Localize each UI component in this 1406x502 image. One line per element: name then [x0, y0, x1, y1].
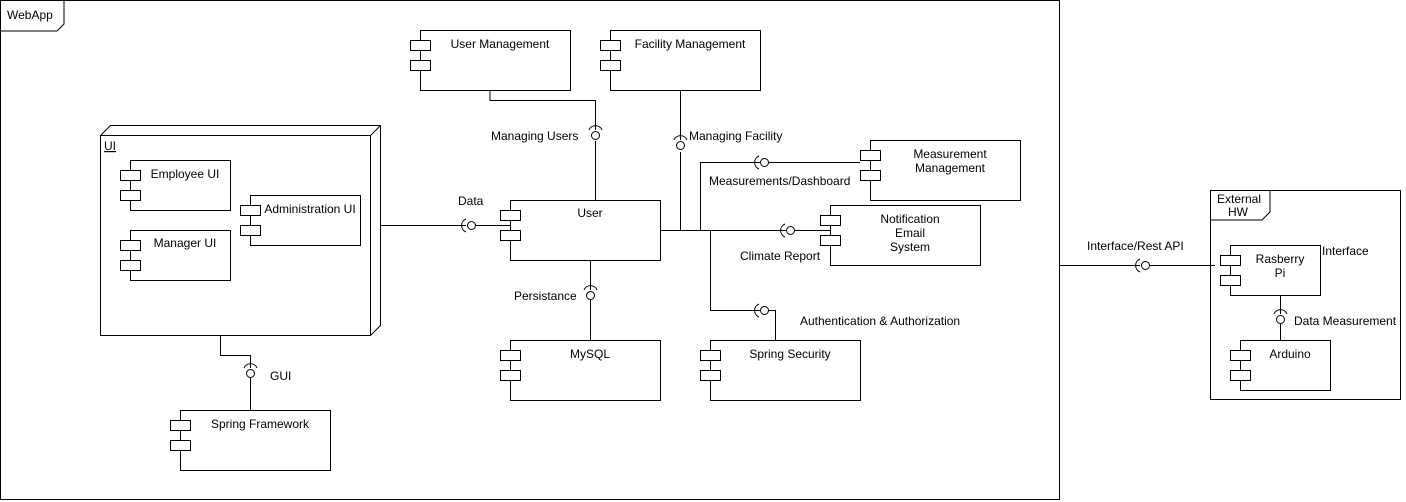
interface-persistance-label: Persistance	[514, 289, 577, 303]
interface-data: Data	[458, 194, 484, 233]
interface-managing-facility-label: Managing Facility	[689, 129, 782, 143]
component-notification-label-line3: System	[890, 240, 930, 254]
component-mysql-label: MySQL	[570, 347, 610, 361]
component-notification-label-line1: Notification	[880, 212, 939, 226]
interface-measurements-dashboard-label: Measurements/Dashboard	[709, 174, 850, 188]
interface-rest-api: Interface/Rest API	[1087, 239, 1184, 273]
external-hw-label-line2: HW	[1228, 205, 1249, 219]
component-user-label: User	[577, 206, 602, 220]
interface-climate-report: Climate Report	[740, 223, 821, 263]
interface-persistance: Persistance	[514, 285, 598, 303]
component-raspberry-label-line2: Pi	[1275, 266, 1286, 280]
component-measurement-management-label-line2: Management	[915, 161, 986, 175]
interface-authentication: Authentication & Authorization	[754, 303, 960, 328]
component-arduino-label: Arduino	[1269, 347, 1311, 361]
component-employee-ui: Employee UI	[120, 160, 231, 211]
component-spring-framework-label: Spring Framework	[211, 417, 310, 431]
connectors	[220, 90, 1281, 410]
component-user-management-label: User Management	[451, 37, 550, 51]
component-mysql: MySQL	[500, 340, 661, 401]
component-manager-ui: Manager UI	[120, 230, 231, 281]
interface-label: Interface	[1322, 244, 1369, 258]
interface-climate-report-label: Climate Report	[740, 249, 821, 263]
interface-authentication-label: Authentication & Authorization	[800, 314, 960, 328]
component-administration-ui-label: Administration UI	[264, 202, 355, 216]
external-hw-label-line1: External	[1217, 192, 1261, 206]
interface-managing-facility: Managing Facility	[673, 129, 782, 150]
interface-rest-api-label: Interface/Rest API	[1087, 239, 1184, 253]
interface-gui-label: GUI	[270, 369, 291, 383]
ui-node-title: UI	[104, 139, 116, 153]
component-administration-ui: Administration UI	[240, 195, 361, 246]
webapp-frame-label: WebApp	[7, 8, 53, 22]
component-spring-framework: Spring Framework	[170, 410, 331, 471]
interface-managing-users: Managing Users	[491, 125, 603, 143]
component-arduino: Arduino	[1230, 340, 1331, 391]
component-measurement-management: Measurement Management	[860, 140, 1021, 201]
component-notification-email-system: Notification Email System	[820, 205, 981, 266]
interface-managing-users-label: Managing Users	[491, 129, 578, 143]
component-user-management: User Management	[410, 30, 571, 91]
interface-data-measurement-label: Data Measurement	[1294, 314, 1397, 328]
component-manager-ui-label: Manager UI	[154, 236, 217, 250]
component-notification-label-line2: Email	[895, 226, 925, 240]
interface-gui: GUI	[243, 363, 291, 383]
component-spring-security: Spring Security	[700, 340, 861, 401]
component-user: User	[500, 200, 661, 261]
interface-data-label: Data	[458, 194, 484, 208]
component-employee-ui-label: Employee UI	[151, 167, 220, 181]
component-facility-management: Facility Management	[600, 30, 761, 91]
component-raspberry-label-line1: Rasberry	[1256, 252, 1305, 266]
component-facility-management-label: Facility Management	[635, 37, 746, 51]
component-raspberry-pi: Rasberry Pi	[1220, 245, 1321, 296]
interface-measurements-dashboard: Measurements/Dashboard	[709, 155, 850, 188]
component-measurement-management-label-line1: Measurement	[913, 147, 987, 161]
component-spring-security-label: Spring Security	[749, 347, 830, 361]
interface-data-measurement: Data Measurement	[1273, 309, 1397, 328]
